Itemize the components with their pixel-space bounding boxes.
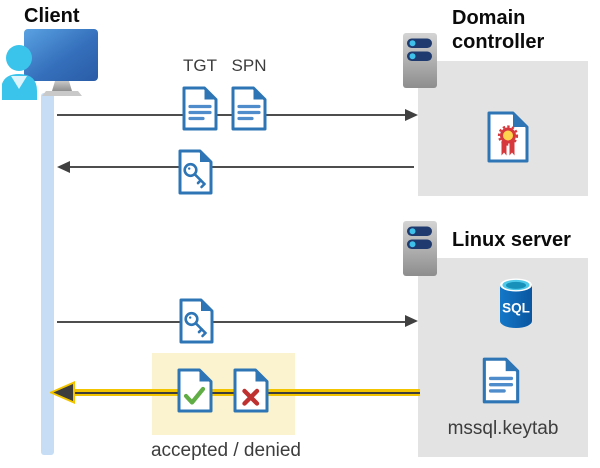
arrow-right-icon — [405, 109, 418, 121]
key-document-icon — [179, 298, 214, 344]
spn-label: SPN — [231, 56, 267, 75]
domain-controller-title: Domain controller — [452, 7, 545, 53]
linux-server-icon — [403, 221, 437, 276]
client-computer-icon — [2, 29, 98, 100]
result-label: accepted / denied — [150, 440, 301, 461]
domain-controller-server-icon — [403, 33, 437, 88]
certificate-icon — [487, 111, 529, 163]
sql-database-icon: SQL — [500, 278, 532, 328]
reply-arrow-line — [68, 166, 414, 168]
monitor-icon — [24, 29, 98, 96]
client-title: Client — [24, 5, 80, 27]
keytab-label: mssql.keytab — [447, 418, 559, 439]
spn-ticket-document-icon — [231, 86, 267, 131]
tgt-label: TGT — [183, 56, 217, 75]
sql-text: SQL — [502, 301, 530, 316]
tgt-ticket-document-icon — [182, 86, 218, 131]
key-document-icon — [178, 149, 213, 195]
client-lifeline-bar — [41, 93, 54, 455]
arrow-left-icon — [57, 161, 70, 173]
linux-server-title: Linux server — [452, 229, 571, 251]
user-icon — [2, 45, 37, 100]
accepted-document-icon — [177, 368, 213, 413]
service-ticket-arrow-line — [57, 321, 407, 323]
denied-document-icon — [233, 368, 269, 413]
arrow-right-icon — [405, 315, 418, 327]
highlight-arrow-left-icon — [50, 381, 75, 404]
keytab-document-icon — [482, 357, 520, 404]
